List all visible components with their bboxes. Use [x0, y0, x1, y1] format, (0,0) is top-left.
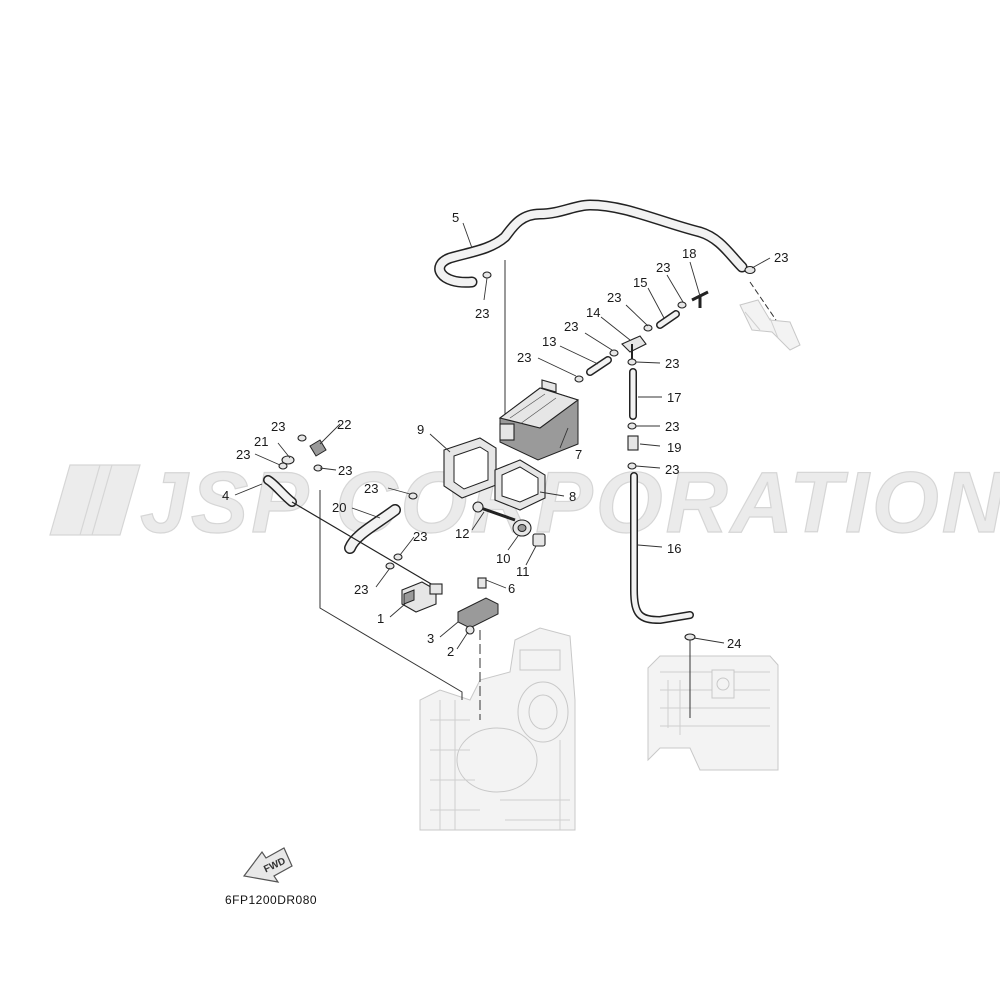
callout-7: 7 — [575, 447, 582, 462]
watermark: JSP CORPORATION — [49, 454, 1000, 552]
callouts: 5 23 23 18 23 15 23 14 23 13 23 23 17 23… — [222, 210, 788, 659]
canister-7 — [498, 379, 580, 461]
pipe-line — [291, 501, 439, 589]
callout-23-e: 23 — [564, 319, 578, 334]
hose-13 — [586, 356, 612, 376]
bolt-12 — [472, 501, 516, 522]
callout-23-i: 23 — [665, 462, 679, 477]
bracket-8 — [494, 459, 546, 511]
callout-4: 4 — [222, 488, 229, 503]
callout-13: 13 — [542, 334, 556, 349]
joint-19 — [627, 435, 639, 451]
tank-ghost — [647, 655, 779, 771]
callout-23-d: 23 — [607, 290, 621, 305]
watermark-logo-icon — [49, 464, 141, 536]
hose-5 — [434, 199, 748, 288]
fitting-22 — [309, 439, 327, 457]
engine-block-ghost — [419, 627, 576, 831]
hose-15 — [656, 310, 680, 329]
callout-14: 14 — [586, 305, 600, 320]
callout-3: 3 — [427, 631, 434, 646]
hose-4 — [263, 475, 297, 507]
callout-22: 22 — [337, 417, 351, 432]
callout-5: 5 — [452, 210, 459, 225]
callout-23-h: 23 — [665, 419, 679, 434]
callout-1: 1 — [377, 611, 384, 626]
hose-20 — [344, 504, 401, 554]
callout-11: 11 — [516, 564, 530, 579]
callout-10: 10 — [496, 551, 510, 566]
fitting-ghost — [739, 299, 801, 351]
callout-21: 21 — [254, 434, 268, 449]
diagram-code: 6FP1200DR080 — [225, 893, 317, 907]
assembly-lines — [319, 260, 777, 720]
joint-18 — [691, 290, 709, 308]
grommet-10 — [512, 519, 532, 537]
callout-23-m: 23 — [236, 447, 250, 462]
callout-23-c: 23 — [656, 260, 670, 275]
callout-12: 12 — [455, 526, 469, 541]
bracket-3 — [457, 597, 499, 629]
callout-23-f: 23 — [517, 350, 531, 365]
fwd-arrow-icon — [242, 847, 293, 883]
callout-6: 6 — [508, 581, 515, 596]
callout-23-n: 23 — [413, 529, 427, 544]
callout-23-g: 23 — [665, 356, 679, 371]
callout-23-a: 23 — [475, 306, 489, 321]
joint-14 — [621, 335, 647, 360]
clamps-23 — [278, 265, 756, 641]
callout-23-b: 23 — [774, 250, 788, 265]
callout-23-j: 23 — [364, 481, 378, 496]
callout-24: 24 — [727, 636, 741, 651]
leader-lines — [234, 222, 771, 650]
callout-15: 15 — [633, 275, 647, 290]
watermark-text: JSP CORPORATION — [140, 455, 1000, 551]
callout-2: 2 — [447, 644, 454, 659]
callout-23-l: 23 — [271, 419, 285, 434]
valve-1 — [401, 581, 443, 613]
bracket-9 — [443, 437, 497, 499]
collar-11 — [532, 533, 546, 547]
callout-17: 17 — [667, 390, 681, 405]
callout-19: 19 — [667, 440, 681, 455]
callout-18: 18 — [682, 246, 696, 261]
callout-16: 16 — [667, 541, 681, 556]
fwd-arrow: FWD — [242, 847, 293, 883]
callout-8: 8 — [569, 489, 576, 504]
callout-9: 9 — [417, 422, 424, 437]
callout-23-o: 23 — [354, 582, 368, 597]
callout-20: 20 — [332, 500, 346, 515]
callout-23-k: 23 — [338, 463, 352, 478]
bolt-6 — [477, 577, 487, 589]
hose-16 — [630, 472, 694, 624]
